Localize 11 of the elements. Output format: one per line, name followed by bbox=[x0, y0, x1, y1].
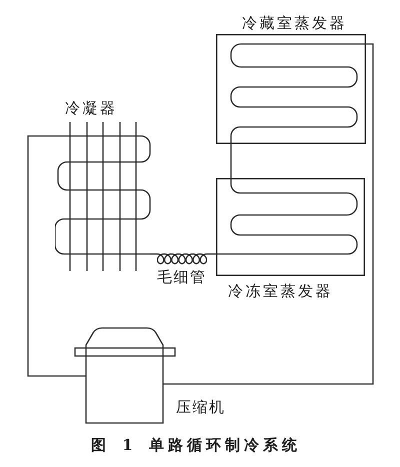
pipe-line bbox=[207, 253, 216, 255]
component-label: 冷冻室蒸发器 bbox=[228, 282, 333, 300]
pipe-line bbox=[150, 253, 157, 255]
component-label: 冷凝器 bbox=[65, 99, 118, 117]
component-label: 压缩机 bbox=[176, 398, 226, 416]
figure-caption: 图 1 单路循环制冷系统 bbox=[91, 436, 301, 454]
component-label: 毛细管 bbox=[157, 268, 206, 286]
pipe-line bbox=[163, 43, 374, 385]
component-label: 冷藏室蒸发器 bbox=[242, 14, 347, 32]
pipe-line bbox=[27, 135, 86, 377]
pipe-line bbox=[230, 144, 232, 178]
